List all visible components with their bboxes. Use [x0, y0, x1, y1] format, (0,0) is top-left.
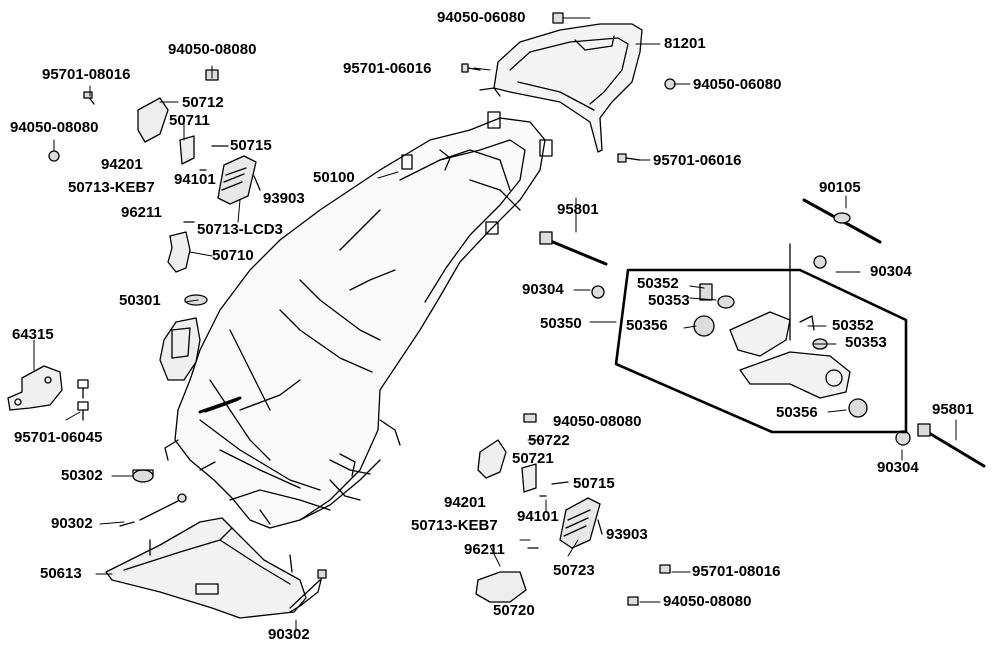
part-label-50715-b: 50715	[573, 475, 615, 492]
part-label-90304-c: 90304	[877, 459, 919, 476]
part-label-50356-b: 50356	[776, 404, 818, 421]
part-label-90304-b: 90304	[522, 281, 564, 298]
part-label-50712: 50712	[182, 94, 224, 111]
bracket-set-left-drawing	[137, 97, 261, 273]
part-label-94101-b: 94101	[517, 508, 559, 525]
part-label-50711: 50711	[169, 112, 210, 129]
part-label-94101-a: 94101	[174, 171, 216, 188]
part-label-94050-08080-c: 94050-08080	[553, 413, 642, 430]
part-label-50302: 50302	[61, 467, 103, 484]
main-frame-drawing	[164, 111, 553, 529]
part-label-94050-08080-d: 94050-08080	[663, 593, 752, 610]
steering-head-drawing	[132, 294, 208, 483]
part-label-50352-a: 50352	[637, 275, 679, 292]
part-label-50356-a: 50356	[626, 317, 668, 334]
long-bolts-drawing	[539, 198, 986, 468]
part-label-50720: 50720	[493, 602, 535, 619]
leader-lines	[33, 17, 957, 631]
floor-panel-drawing	[105, 517, 323, 619]
part-label-81201: 81201	[664, 35, 706, 52]
part-label-93903-a: 93903	[263, 190, 305, 207]
part-label-50713-keb7-b: 50713-KEB7	[411, 517, 498, 534]
part-label-94201-b: 94201	[444, 494, 486, 511]
bracket-64315-drawing	[7, 365, 89, 421]
part-label-94050-06080-right: 94050-06080	[693, 76, 782, 93]
part-label-94201-a: 94201	[101, 156, 143, 173]
part-label-90302-b: 90302	[268, 626, 310, 643]
part-label-95701-08016-a: 95701-08016	[42, 66, 131, 83]
part-label-96211-b: 96211	[464, 541, 505, 558]
part-label-90105: 90105	[819, 179, 861, 196]
engine-hanger-drawing	[614, 268, 908, 434]
part-label-94050-08080-a: 94050-08080	[168, 41, 257, 58]
part-label-50613: 50613	[40, 565, 82, 582]
part-label-50301: 50301	[119, 292, 161, 309]
part-label-90302-a: 90302	[51, 515, 93, 532]
bracket-set-right-drawing	[475, 439, 603, 603]
part-label-95701-06016-left: 95701-06016	[343, 60, 432, 77]
part-label-95701-06016-right: 95701-06016	[653, 152, 742, 169]
part-label-50721: 50721	[512, 450, 554, 467]
rear-carrier-drawing	[479, 23, 643, 153]
part-label-95701-08016-b: 95701-08016	[692, 563, 781, 580]
part-label-50352-b: 50352	[832, 317, 874, 334]
part-label-50722: 50722	[528, 432, 570, 449]
part-label-94050-06080-top: 94050-06080	[437, 9, 526, 26]
part-label-50353-a: 50353	[648, 292, 690, 309]
part-label-64315: 64315	[12, 326, 54, 343]
part-label-94050-08080-b: 94050-08080	[10, 119, 99, 136]
part-label-95701-06045: 95701-06045	[14, 429, 103, 446]
part-label-50715-a: 50715	[230, 137, 272, 154]
part-label-50353-b: 50353	[845, 334, 887, 351]
part-label-50723: 50723	[553, 562, 595, 579]
part-label-50713-lcd3: 50713-LCD3	[197, 221, 283, 238]
part-label-93903-b: 93903	[606, 526, 648, 543]
part-label-96211-a: 96211	[121, 204, 162, 221]
part-label-95801-a: 95801	[557, 201, 599, 218]
part-label-50710: 50710	[212, 247, 254, 264]
part-label-50350: 50350	[540, 315, 582, 332]
part-label-50713-keb7-a: 50713-KEB7	[68, 179, 155, 196]
bolts-drawing	[48, 12, 676, 609]
part-label-50100: 50100	[313, 169, 355, 186]
part-label-95801-b: 95801	[932, 401, 974, 418]
part-label-90304-a: 90304	[870, 263, 912, 280]
